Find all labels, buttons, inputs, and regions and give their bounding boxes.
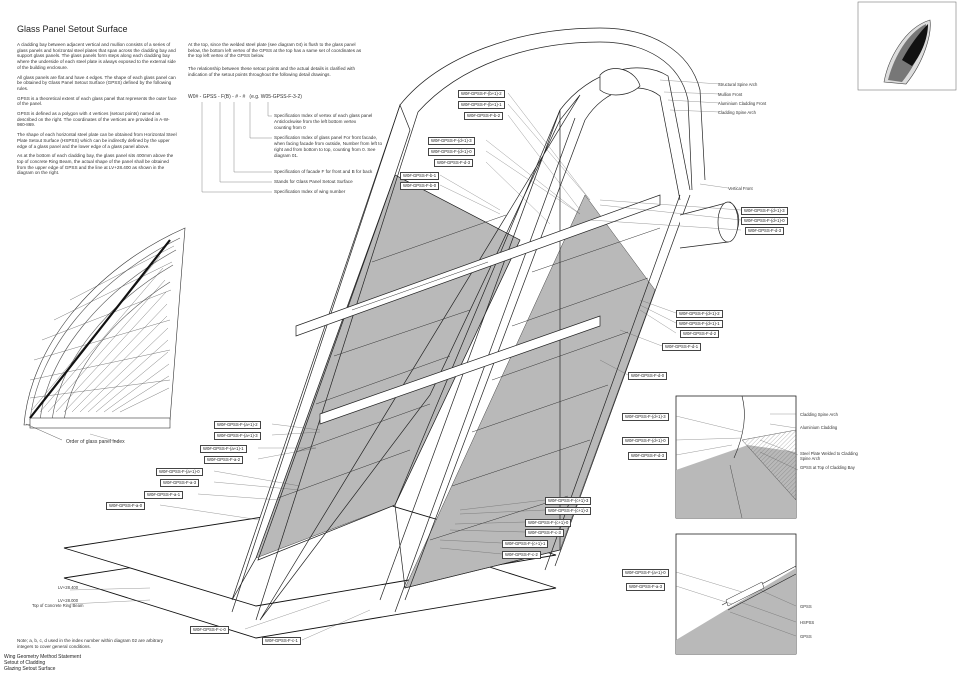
setout-tag: W0#-GPSS-F-d-2 <box>680 330 720 338</box>
intro-paragraph: GPSS is a theoretical extent of each gla… <box>17 95 177 107</box>
detail-box-2 <box>675 533 797 655</box>
right-label: Cladding Spine Arch <box>718 110 756 115</box>
setout-tag: W0#-GPSS-F-a-3 <box>626 583 666 591</box>
setout-tag: W0#-GPSS-F-(d+1)-1 <box>676 320 723 328</box>
page-title: Glass Panel Setout Surface <box>17 24 128 34</box>
spec-note-wing: Specification Index of wing number <box>274 189 346 194</box>
order-label: Order of glass panel Index <box>66 439 125 445</box>
setout-tag: W0#-GPSS-F-b-0 <box>400 182 440 190</box>
setout-tag: W0#-GPSS-F-(a+1)-3 <box>214 432 261 440</box>
setout-tag: W0#-GPSS-F-a-3 <box>160 479 200 487</box>
detail1-label: Cladding Spine Arch <box>800 412 838 417</box>
setout-tag: W0#-GPSS-F-(a+1)-0 <box>156 468 203 476</box>
setout-tag: W0#-GPSS-F-(d+1)-3 <box>622 413 669 421</box>
main-structure <box>69 27 742 641</box>
spec-example: (e.g. W05-GPSS-F-3-2) <box>249 94 302 100</box>
setout-tag: W0#-GPSS-F-(a+1)-0 <box>622 569 669 577</box>
detail2-label: HSPSS <box>800 620 815 625</box>
setout-tag: W0#-GPSS-F-(c+1)-3 <box>545 497 592 505</box>
wing-thumbnail <box>857 1 957 91</box>
level-label: LV+28.000 <box>58 598 79 603</box>
note-text: Note; a, b, c, d used in the index numbe… <box>17 638 164 649</box>
setout-tag: W0#-GPSS-F-b-1 <box>400 172 440 180</box>
level-label: Top of Concrete Ring Beam <box>32 603 84 608</box>
detail1-label: Steel Plate Welded to Cladding Spine Arc… <box>800 451 858 461</box>
intro-paragraph: A cladding bay between adjacent vertical… <box>17 42 176 70</box>
intro-paragraph: The shape of each horizontal steel plate… <box>17 132 177 149</box>
wing-sketch <box>23 227 186 441</box>
spec-code-value: W0# - GPSS - F(B) - # - # <box>188 94 246 100</box>
spec-note-facade: Specification of facade F for front and … <box>274 169 373 174</box>
intro-text: A cladding bay between adjacent vertical… <box>17 42 177 176</box>
setout-tag: W0#-GPSS-F-(c+1)-1 <box>502 540 549 548</box>
spec-code: W0# - GPSS - F(B) - # - # (e.g. W05-GPSS… <box>188 94 302 100</box>
detail2-label: GPSS <box>800 604 812 609</box>
right-label: Vertical Front <box>728 186 753 191</box>
right-label: Aluminium Cladding Front <box>718 101 767 106</box>
setout-tag: W0#-GPSS-F-(a+1)-2 <box>214 421 261 429</box>
setout-tag: W0#-GPSS-F-(d+1)-2 <box>676 310 723 318</box>
col2-paragraph: The relationship between these setout po… <box>188 66 356 77</box>
setout-tag: W0#-GPSS-F-c-3 <box>525 529 564 537</box>
level-label: LV+28.400 <box>58 585 79 590</box>
intro-paragraph: All glass panels are flat and have 4 edg… <box>17 74 176 91</box>
col2-paragraph: At the top, since the welded steel plate… <box>188 42 362 59</box>
detail-box-1 <box>675 395 799 519</box>
setout-tag: W0#-GPSS-F-c-2 <box>502 551 541 559</box>
setout-tag: W0#-GPSS-F-a-2 <box>204 456 244 464</box>
setout-tag: W0#-GPSS-F-(b+1)-2 <box>458 90 505 98</box>
setout-tag: W0#-GPSS-F-(d+1)-3 <box>428 137 475 145</box>
setout-tag: W0#-GPSS-F-c-1 <box>262 637 301 645</box>
setout-tag: W0#-GPSS-F-d-3 <box>434 159 474 167</box>
spec-note-gpss: Stands for Glass Panel Setout Surface <box>274 179 353 184</box>
setout-tag: W0#-GPSS-F-(b+1)-1 <box>458 101 505 109</box>
intro-paragraph: As at the bottom of each cladding bay, t… <box>17 153 174 176</box>
setout-tag: W0#-GPSS-F-b-2 <box>464 112 504 120</box>
setout-tag: W0#-GPSS-F-c-0 <box>190 626 229 634</box>
footer-line: Setout of Cladding <box>4 660 46 666</box>
intro-paragraph: GPSS is defined as a polygon with 4 vert… <box>17 111 170 128</box>
setout-tag: W0#-GPSS-F-d-3 <box>745 227 785 235</box>
setout-tag: W0#-GPSS-F-(d+1)-3 <box>741 207 788 215</box>
setout-tag: W0#-GPSS-F-d-3 <box>628 452 668 460</box>
right-label: Structural Spine Arch <box>718 82 758 87</box>
setout-tag: W0#-GPSS-F-(a+1)-1 <box>200 445 247 453</box>
setout-tag: W0#-GPSS-F-d-0 <box>628 372 668 380</box>
spec-note-vertex: Specification Index of vertex of each gl… <box>274 113 373 130</box>
footer-line: Wing Geometry Method Statement <box>4 654 81 660</box>
setout-tag: W0#-GPSS-F-a-0 <box>106 502 146 510</box>
right-label: Mullion Front <box>718 92 743 97</box>
setout-tag: W0#-GPSS-F-(c+1)-2 <box>545 507 592 515</box>
detail1-label: Aluminium Cladding <box>800 425 838 430</box>
setout-tag: W0#-GPSS-F-d-1 <box>662 343 702 351</box>
detail1-label: GPSS at Top of Cladding Bay <box>800 465 855 470</box>
setout-tag: W0#-GPSS-F-(d+1)-0 <box>622 437 669 445</box>
column-two-text: At the top, since the welded steel plate… <box>188 42 368 78</box>
setout-tag: W0#-GPSS-F-(d+1)-0 <box>428 148 475 156</box>
setout-tag: W0#-GPSS-F-a-1 <box>144 491 184 499</box>
footer-line: Glazing Setout Surface <box>4 666 56 672</box>
setout-tag: W0#-GPSS-F-(d+1)-0 <box>741 217 788 225</box>
detail2-label: GPSS <box>800 634 812 639</box>
setout-tag: W0#-GPSS-F-(c+1)-0 <box>525 519 572 527</box>
spec-note-panel: Specification Index of glass panel For f… <box>274 135 383 158</box>
